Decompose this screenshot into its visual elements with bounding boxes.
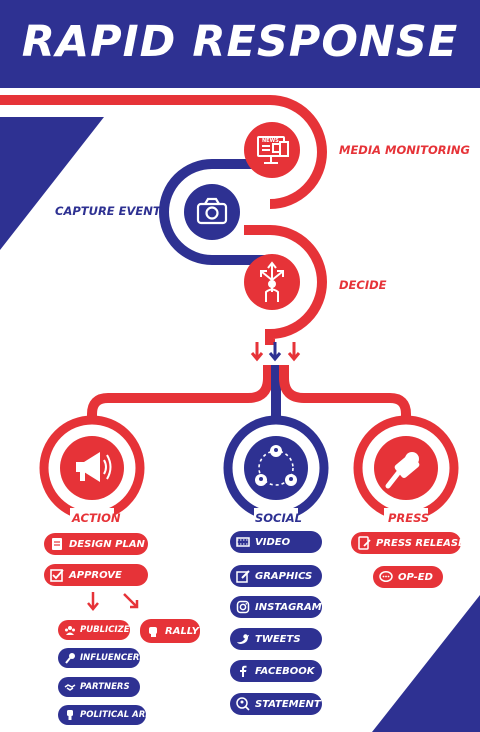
flow-line-capture — [159, 159, 270, 265]
social-instagram-pill: INSTAGRAM — [230, 596, 322, 618]
action-approve-pill: APPROVE — [44, 564, 148, 586]
press-op-ed-label: OP-ED — [398, 571, 433, 583]
corner-triangle-right — [372, 595, 480, 732]
step-label-media-monitoring: MEDIA MONITORING — [339, 143, 470, 157]
action-rally-label: RALLY — [165, 625, 199, 637]
action-publicize-pill: PUBLICIZE — [58, 620, 130, 640]
action-partners-pill: PARTNERS — [58, 677, 140, 697]
branch-label-social: SOCIAL — [255, 511, 303, 525]
facebook-icon — [240, 665, 247, 677]
fist-icon — [149, 627, 157, 637]
branch-label-press: PRESS — [388, 511, 430, 525]
fist-raised-icon — [67, 710, 73, 720]
chat-icon — [379, 570, 393, 583]
social-instagram-label: INSTAGRAM — [255, 601, 322, 613]
social-statement-label: STATEMENT — [255, 698, 321, 710]
action-publicize-label: PUBLICIZE — [80, 625, 130, 635]
social-video-label: VIDEO — [255, 536, 291, 548]
action-design-plan-pill: DESIGN PLAN — [44, 533, 148, 555]
action-influencers-pill: INFLUENCERS — [58, 648, 146, 668]
branch-line-press — [279, 365, 411, 418]
social-graphics-pill: GRAPHICS — [230, 565, 322, 587]
speech-icon — [236, 697, 250, 711]
megaphone-icon — [76, 452, 112, 482]
action-rally-pill: RALLY — [140, 619, 200, 643]
checkbox-icon — [50, 569, 64, 582]
edit-icon — [236, 570, 250, 583]
press-op-ed-pill: OP-ED — [373, 566, 443, 588]
flow-line-decide — [244, 225, 327, 345]
header-band — [0, 0, 480, 88]
microphone-icon — [385, 452, 420, 489]
news-monitor-icon — [257, 136, 289, 164]
branch-line-action — [87, 365, 273, 418]
network-people-icon — [255, 445, 297, 486]
action-approve-label: APPROVE — [69, 569, 122, 581]
handshake-icon — [64, 684, 76, 691]
action-design-plan-label: DESIGN PLAN — [69, 538, 145, 550]
press-release-label: PRESS RELEASE — [376, 537, 465, 549]
branch-label-action: ACTION — [72, 511, 121, 525]
press-release-pill: PRESS RELEASE — [351, 532, 465, 554]
action-arrows-icon — [87, 592, 139, 611]
twitter-icon — [237, 634, 249, 644]
social-facebook-pill: FACEBOOK — [230, 660, 322, 682]
camera-icon — [196, 197, 228, 225]
document-icon — [52, 538, 62, 550]
action-partners-label: PARTNERS — [80, 682, 130, 692]
capture-event-circle — [184, 184, 240, 240]
social-tweets-pill: TWEETS — [230, 628, 322, 650]
decision-arrows-icon — [260, 261, 284, 302]
step-label-capture-event: CAPTURE EVENT — [55, 204, 161, 218]
social-graphics-label: GRAPHICS — [255, 570, 313, 582]
flow-line-top — [0, 95, 327, 209]
people-group-icon — [65, 626, 75, 635]
action-political-arm-pill: POLITICAL ARM — [58, 705, 154, 725]
page-title: RAPID RESPONSE — [21, 17, 459, 67]
corner-triangle-left — [0, 117, 104, 250]
microphone-small-icon — [65, 653, 75, 664]
action-political-arm-label: POLITICAL ARM — [80, 710, 154, 720]
document-edit-icon — [358, 536, 371, 550]
social-statement-pill: STATEMENT — [230, 693, 322, 715]
step-label-decide: DECIDE — [339, 278, 387, 292]
social-tweets-label: TWEETS — [255, 633, 301, 645]
svg-text:NEWS: NEWS — [262, 138, 279, 144]
action-influencers-label: INFLUENCERS — [80, 653, 146, 663]
instagram-icon — [236, 600, 250, 614]
social-video-pill: VIDEO — [230, 531, 322, 553]
film-icon — [236, 537, 250, 547]
social-facebook-label: FACEBOOK — [255, 665, 315, 677]
down-arrows-icon — [250, 342, 301, 362]
